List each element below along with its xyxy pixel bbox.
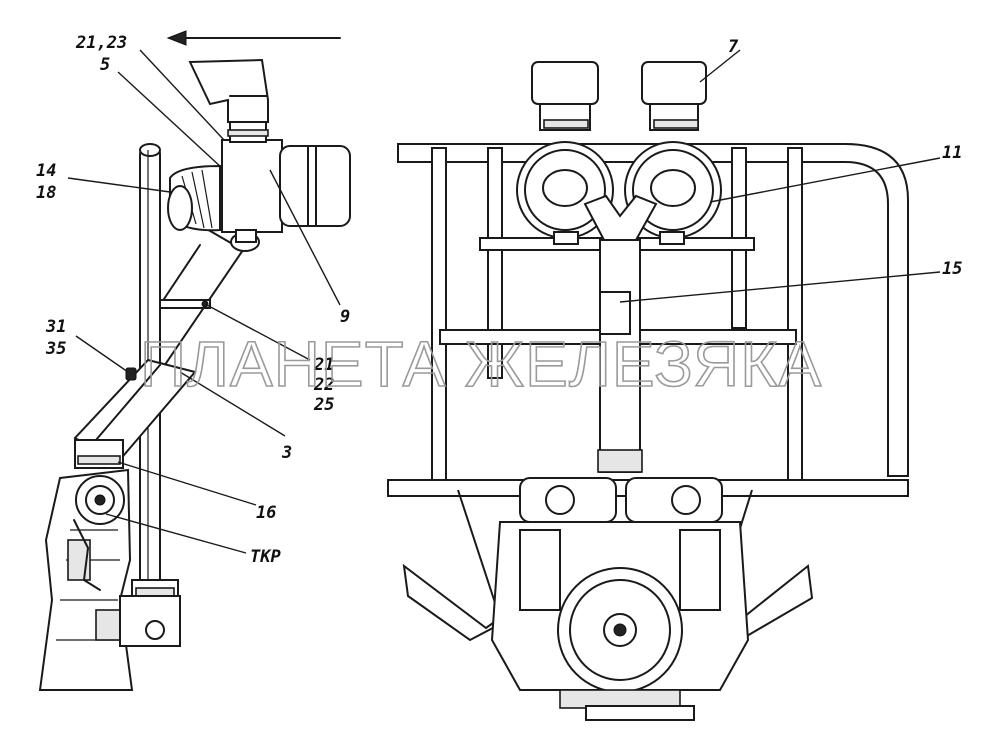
elbow-14-18 [167, 164, 221, 232]
label-7: 7 [728, 37, 739, 57]
watermark: ПЛАНЕТА ЖЕЛЕЗЯКА [140, 328, 822, 400]
arrow-left-icon [166, 30, 341, 46]
label-tkr: ТКР [250, 547, 281, 567]
y-pipe [583, 194, 658, 241]
vertical-intake-pipe [597, 239, 643, 473]
engine-side-tkr [38, 468, 181, 691]
label-31: 31 [45, 317, 66, 337]
label-15: 15 [942, 259, 962, 279]
rain-cap-left [531, 61, 599, 131]
label-3: 3 [281, 443, 292, 463]
sensor-31-35 [125, 367, 137, 381]
rain-cap-right [641, 61, 707, 131]
label-11: 11 [942, 143, 962, 163]
part-labels: 21,23 5 14 18 9 31 35 21 22 25 3 16 ТКР … [36, 33, 962, 567]
label-14: 14 [36, 161, 56, 181]
leader-lines [67, 49, 941, 554]
right-front-view [387, 61, 909, 721]
air-filter-housing-side [188, 58, 351, 252]
label-25: 25 [313, 395, 334, 415]
engine-front [402, 477, 814, 721]
label-21-23: 21,23 [75, 33, 127, 53]
clamp-21-22-25 [159, 299, 211, 309]
label-9: 9 [340, 307, 350, 327]
label-18: 18 [36, 183, 56, 203]
label-5: 5 [100, 55, 110, 75]
label-16: 16 [256, 503, 276, 523]
label-21: 21 [313, 355, 334, 375]
label-22: 22 [313, 375, 334, 395]
air-filter-left [516, 141, 614, 245]
left-side-view [38, 30, 351, 691]
label-35: 35 [45, 339, 66, 359]
hose-16 [74, 439, 124, 469]
